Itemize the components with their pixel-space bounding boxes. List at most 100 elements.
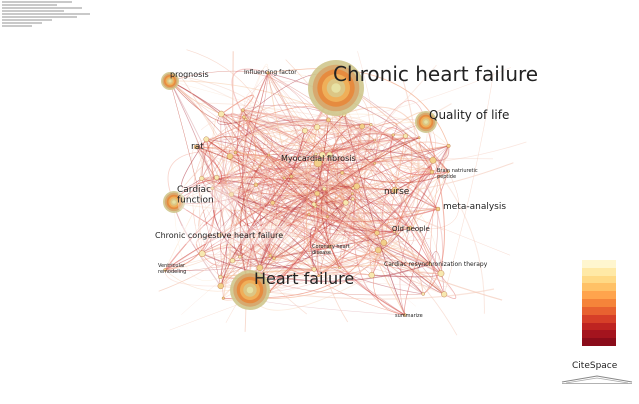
co-occurrence-edge [243, 116, 433, 173]
co-occurrence-edge [212, 187, 503, 301]
co-occurrence-edge [370, 124, 444, 274]
co-occurrence-edge [243, 116, 316, 207]
keyword-label-prog: prognosis [170, 70, 209, 79]
co-occurrence-edge [393, 133, 413, 235]
co-occurrence-edge [305, 126, 318, 270]
legend-swatch [582, 267, 616, 276]
keyword-node-minor [342, 199, 349, 206]
keyword-node-minor [326, 117, 331, 123]
co-occurrence-edge [229, 156, 458, 336]
co-occurrence-edge [352, 159, 434, 200]
co-occurrence-edge [339, 227, 415, 268]
co-occurrence-edge [206, 119, 406, 140]
keyword-node-minor [218, 110, 225, 118]
keyword-node-minor [233, 150, 238, 155]
co-occurrence-edge [374, 127, 406, 164]
co-occurrence-edge [220, 72, 269, 261]
time-color-legend [582, 260, 616, 346]
co-occurrence-edge [230, 51, 234, 195]
keyword-node-minor [267, 153, 271, 157]
co-occurrence-edge [233, 184, 260, 269]
legend-swatch [582, 322, 616, 331]
co-occurrence-edge [231, 193, 411, 237]
co-occurrence-edge [352, 135, 407, 194]
co-occurrence-edge [317, 162, 375, 172]
legend-swatch [582, 291, 616, 300]
co-occurrence-edge [317, 161, 398, 235]
co-occurrence-edge [313, 137, 420, 205]
keyword-node-minor [373, 161, 377, 165]
keyword-node-minor [199, 175, 205, 181]
keyword-node-minor [268, 253, 273, 258]
legend-swatch [582, 299, 616, 307]
co-occurrence-edge [231, 121, 427, 195]
co-occurrence-edge [212, 139, 375, 189]
co-occurrence-edge [339, 193, 368, 269]
keyword-node-minor [218, 275, 223, 280]
co-occurrence-edge [173, 167, 343, 203]
legend-swatch [582, 330, 616, 339]
label-halo-ccong [152, 226, 292, 244]
keyword-node-minor [319, 151, 326, 158]
co-occurrence-edge [316, 114, 352, 139]
keyword-node-minor [226, 153, 234, 160]
co-occurrence-edge [259, 137, 420, 268]
keyword-node-minor [238, 255, 242, 259]
co-occurrence-edge [220, 166, 261, 287]
co-occurrence-edge [216, 126, 363, 178]
co-occurrence-edge [245, 119, 442, 274]
co-occurrence-edge [164, 139, 216, 271]
co-occurrence-edge [374, 141, 527, 165]
legend-swatch [582, 283, 616, 292]
co-occurrence-edge [273, 137, 420, 259]
co-occurrence-edge [309, 226, 331, 270]
co-occurrence-edge [175, 75, 316, 207]
co-occurrence-edge [212, 187, 319, 276]
keyword-node-minor [253, 182, 258, 187]
co-occurrence-edge [201, 178, 289, 223]
co-occurrence-edge [164, 198, 353, 271]
co-occurrence-edge [405, 135, 485, 314]
co-occurrence-edge [291, 124, 372, 179]
co-occurrence-edge [272, 193, 385, 243]
co-occurrence-edge [267, 72, 328, 189]
keyword-node-minor [258, 164, 262, 168]
keyword-node-minor [228, 191, 235, 198]
keyword-label-hf: Heart failure [254, 269, 354, 288]
co-occurrence-edge [259, 267, 308, 315]
edge-layer [158, 49, 527, 336]
co-occurrence-edge [314, 264, 445, 295]
co-occurrence-edge [378, 249, 445, 295]
keyword-node-crt [428, 262, 432, 266]
legend-swatch [582, 275, 616, 284]
keyword-node-minor [368, 272, 375, 279]
keyword-node-minor [210, 186, 215, 191]
co-occurrence-edge [216, 177, 442, 274]
node-layer [161, 60, 451, 317]
co-occurrence-edge [255, 114, 345, 185]
co-occurrence-edge [229, 145, 396, 191]
co-occurrence-edge [393, 167, 433, 232]
co-occurrence-edge [344, 113, 449, 147]
legend-swatch [582, 306, 616, 315]
keyword-node-minor [374, 230, 380, 236]
co-occurrence-edge [269, 139, 375, 292]
co-occurrence-edge [249, 213, 328, 291]
co-occurrence-edge [206, 139, 511, 256]
co-occurrence-edge [357, 126, 375, 165]
keyword-node-meta [435, 206, 441, 212]
keyword-node-minor [221, 296, 225, 300]
co-occurrence-edge [181, 214, 310, 315]
co-occurrence-edge [195, 146, 225, 278]
keyword-node-minor [272, 256, 276, 261]
co-occurrence-edge [164, 269, 221, 287]
keyword-node-qol-ring [424, 120, 428, 124]
keyword-label-qol: Quality of life [429, 108, 509, 122]
keyword-label-summ: summarize [395, 313, 423, 319]
co-occurrence-edge [195, 146, 398, 235]
keyword-node-minor [375, 246, 382, 254]
keyword-node-hf-ring [246, 286, 254, 294]
keyword-label-nurse: nurse [384, 187, 410, 197]
